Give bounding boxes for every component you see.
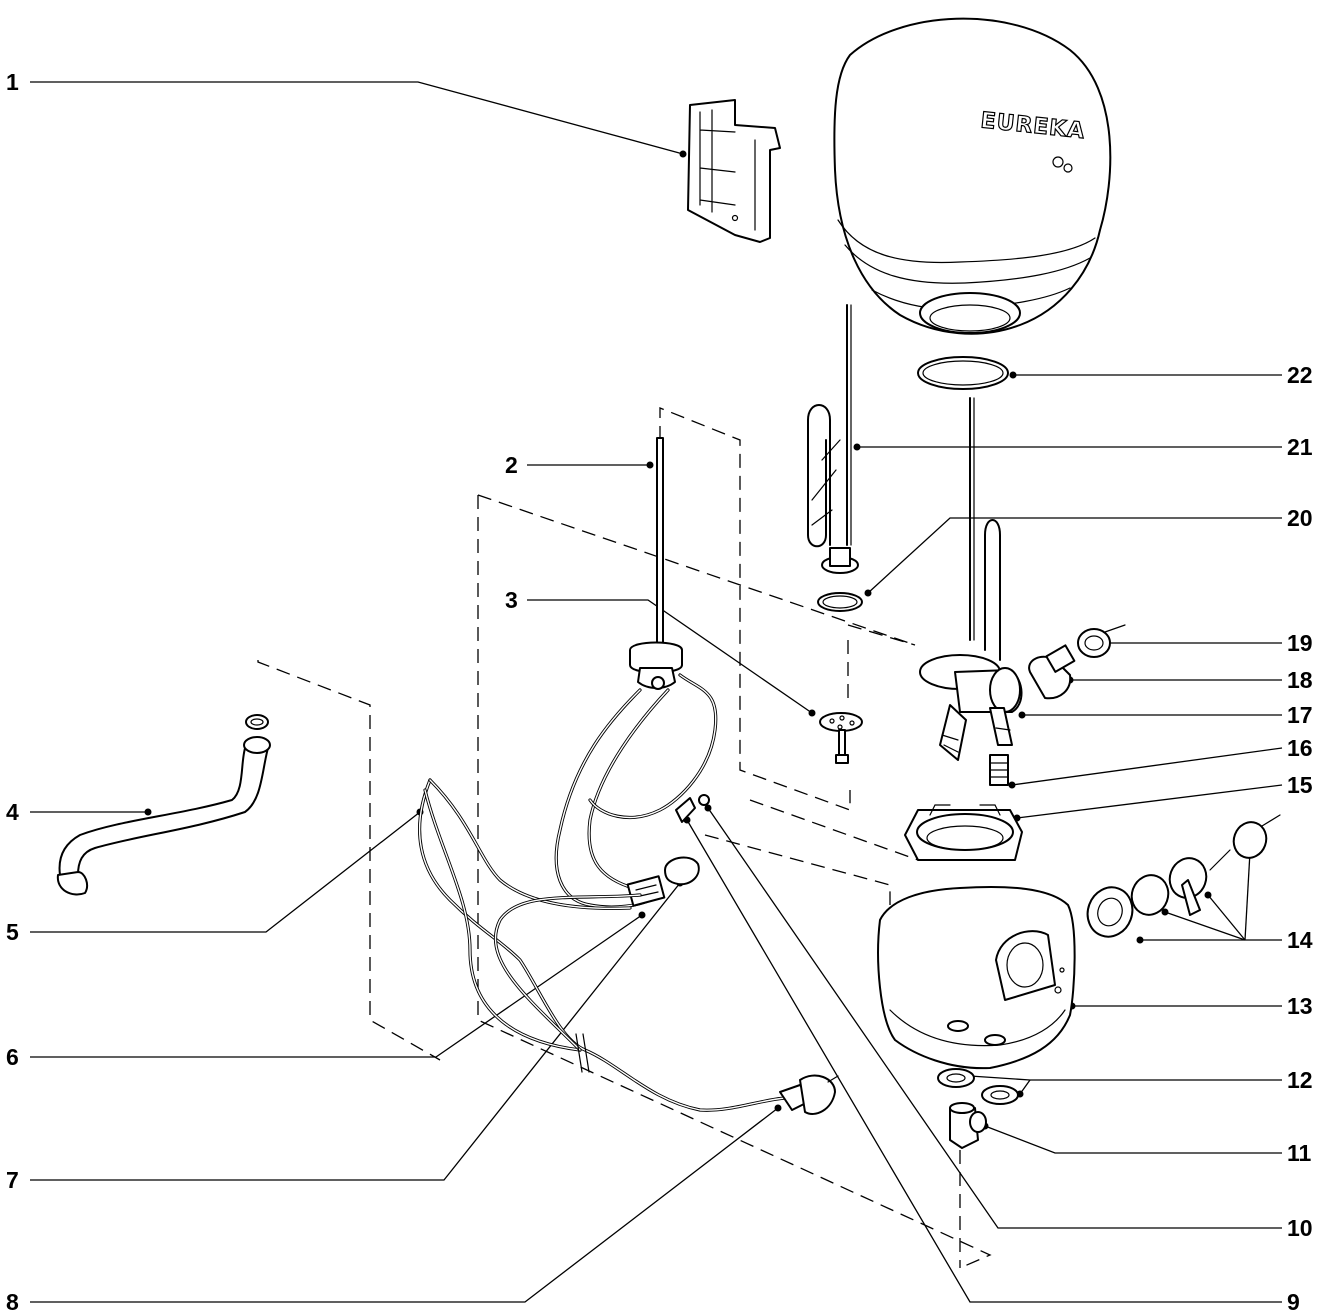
tank-shell-part: EUREKA xyxy=(833,17,1112,335)
flange-assembly-part xyxy=(919,397,1126,786)
locking-ring-part xyxy=(904,804,1023,861)
callout-20: 20 xyxy=(1287,505,1313,531)
callout-19: 19 xyxy=(1287,630,1313,656)
callout-6: 6 xyxy=(6,1044,19,1070)
callout-5: 5 xyxy=(6,919,19,945)
callout-12: 12 xyxy=(1287,1067,1313,1093)
callout-21: 21 xyxy=(1287,434,1313,460)
callout-22: 22 xyxy=(1287,362,1313,388)
callout-15: 15 xyxy=(1287,772,1313,798)
callout-3: 3 xyxy=(505,587,518,613)
callout-14: 14 xyxy=(1287,927,1313,953)
leader-lines xyxy=(30,81,1283,1303)
callout-11: 11 xyxy=(1287,1140,1312,1166)
wall-bracket-part xyxy=(687,99,781,243)
lamp-housing-part xyxy=(664,856,700,886)
bottom-cover-part xyxy=(877,886,1076,1070)
heating-element-part xyxy=(807,304,859,574)
callout-16: 16 xyxy=(1287,735,1313,761)
elbow-fitting-part xyxy=(949,1102,987,1149)
nuts-part xyxy=(937,1068,1019,1105)
callout-13: 13 xyxy=(1287,993,1313,1019)
indicator-lamp-part xyxy=(675,794,710,823)
thermostat-part xyxy=(554,437,718,909)
element-gasket-part xyxy=(817,592,863,612)
callout-7: 7 xyxy=(6,1167,19,1193)
callout-4: 4 xyxy=(6,799,19,825)
callout-9: 9 xyxy=(1287,1289,1300,1315)
power-cord-part xyxy=(418,778,839,1115)
assembly-guide-lines xyxy=(257,407,992,1269)
callout-8: 8 xyxy=(6,1289,19,1315)
callout-1: 1 xyxy=(6,69,19,95)
tank-gasket-part xyxy=(917,356,1009,390)
switch-part xyxy=(626,875,666,907)
thermostat-plate-part xyxy=(819,712,863,764)
callout-2: 2 xyxy=(505,452,518,478)
callout-numbers: 1 2 3 4 5 6 7 8 9 10 11 12 13 14 15 16 1… xyxy=(6,69,1313,1315)
callout-17: 17 xyxy=(1287,702,1313,728)
outlet-spout-part xyxy=(56,714,271,896)
knob-set-part xyxy=(1086,814,1281,938)
callout-18: 18 xyxy=(1287,667,1313,693)
callout-10: 10 xyxy=(1287,1215,1313,1241)
